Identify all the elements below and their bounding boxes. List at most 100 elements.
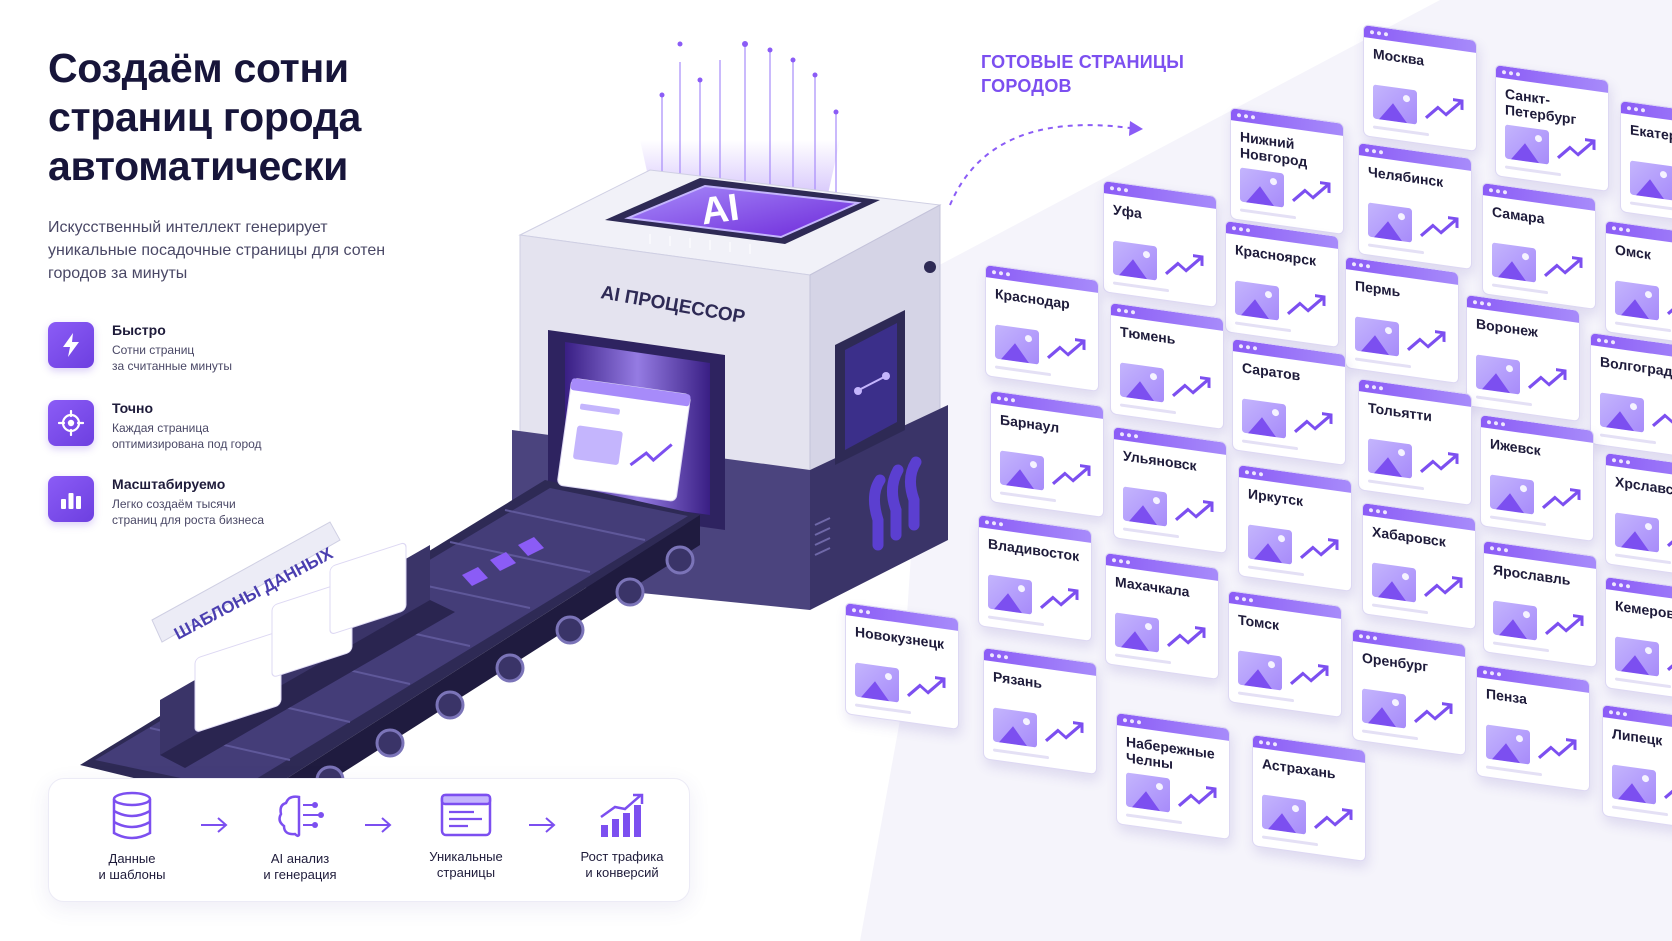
city-page-card[interactable]: Тольятти (1358, 377, 1472, 507)
template-card (329, 542, 407, 634)
trend-up-icon (1291, 181, 1331, 203)
growth-chart-icon (600, 793, 644, 837)
image-placeholder-icon (1373, 84, 1417, 125)
flow-step-growth: Рост трафика и конверсий (557, 791, 687, 891)
trend-up-icon (1527, 368, 1567, 390)
text-line (1612, 805, 1668, 817)
image-placeholder-icon (1615, 280, 1659, 321)
feature-precise: Точно Каждая страница оптимизирована под… (48, 398, 328, 452)
city-page-card[interactable]: Тюмень (1110, 301, 1224, 431)
ready-pages-label: ГОТОВЫЕ СТРАНИЦЫ ГОРОДОВ (981, 50, 1184, 98)
bar-chart-icon (48, 476, 94, 522)
text-line (1242, 439, 1298, 451)
city-page-card[interactable]: Ульяновск (1113, 425, 1227, 555)
image-placeholder-icon (1126, 772, 1170, 813)
text-line (1115, 653, 1171, 665)
city-page-card[interactable]: Москва (1363, 23, 1477, 153)
city-page-card[interactable]: Ижевск (1480, 413, 1594, 543)
city-page-card[interactable]: Санкт-Петербург (1495, 63, 1609, 193)
city-page-card[interactable]: Ярославль (1483, 539, 1597, 669)
feature-desc-line-1: Сотни страниц (112, 343, 195, 357)
trend-up-icon (1051, 464, 1091, 486)
image-placeholder-icon (1240, 167, 1284, 208)
feature-scalable: Масштабируемо Легко создаём тысячи стран… (48, 474, 328, 528)
trend-up-icon (1164, 254, 1204, 276)
city-page-card[interactable]: Новокузнецк (845, 601, 959, 731)
trend-up-icon (1556, 138, 1596, 160)
text-line (1505, 165, 1561, 177)
brain-icon (278, 795, 324, 838)
trend-up-icon (1424, 98, 1464, 120)
city-page-card[interactable]: Самара (1482, 181, 1596, 311)
text-line (1486, 765, 1542, 777)
text-line (1120, 403, 1176, 415)
city-page-card[interactable]: Барнаул (990, 389, 1104, 519)
trend-up-icon (1299, 538, 1339, 560)
feature-title: Быстро (112, 322, 166, 338)
city-page-card[interactable]: Владивосток (978, 513, 1092, 643)
text-line (1615, 553, 1671, 565)
city-page-card[interactable]: Пермь (1345, 255, 1459, 385)
feature-desc-line-2: страниц для роста бизнеса (112, 513, 264, 527)
text-line (1492, 283, 1548, 295)
text-line (1615, 321, 1671, 333)
text-line (855, 703, 911, 715)
city-page-card[interactable]: Томск (1228, 589, 1342, 719)
generated-page (557, 378, 691, 502)
city-page-card[interactable]: Махачкала (1105, 551, 1219, 681)
text-line (1490, 515, 1546, 527)
city-page-card[interactable]: Пенза (1476, 663, 1590, 793)
city-page-card[interactable]: Нижний Новгород (1230, 106, 1344, 236)
target-icon (48, 400, 94, 446)
city-page-card[interactable]: Набережные Челны (1116, 711, 1230, 841)
feature-title: Точно (112, 400, 154, 416)
city-page-card[interactable]: Рязань (983, 646, 1097, 776)
image-placeholder-icon (1615, 636, 1659, 677)
trend-up-icon (1541, 488, 1581, 510)
hero-title: Создаём сотни страниц города автоматичес… (48, 44, 468, 191)
arrow-right-icon (365, 817, 392, 833)
image-placeholder-icon (1238, 650, 1282, 691)
city-page-card[interactable]: Екатеринбург (1620, 99, 1672, 229)
trend-up-icon (1044, 721, 1084, 743)
image-placeholder-icon (1262, 794, 1306, 835)
trend-up-icon (1666, 295, 1672, 316)
hero-title-line-3: автоматически (48, 143, 349, 189)
image-placeholder-icon (1242, 398, 1286, 439)
city-page-card[interactable]: Липецк (1602, 703, 1672, 833)
browser-window-icon (440, 793, 492, 837)
city-page-card[interactable]: Уфа (1103, 179, 1217, 309)
city-page-card[interactable]: Челябинск (1358, 141, 1472, 271)
ready-pages-label-line-1: ГОТОВЫЕ СТРАНИЦЫ (981, 52, 1185, 72)
text-line (1000, 491, 1056, 503)
city-page-card[interactable]: Краснодар (985, 263, 1099, 393)
image-placeholder-icon (1368, 202, 1412, 243)
flow-step-label-line-1: Данные (108, 851, 156, 866)
city-page-card[interactable]: Волгоград (1590, 331, 1672, 461)
feature-fast: Быстро Сотни страниц за считанные минуты (48, 320, 328, 374)
flow-step-label: Уникальные страницы (401, 849, 531, 881)
city-page-card[interactable]: Омск (1605, 219, 1672, 349)
image-placeholder-icon (1492, 242, 1536, 283)
city-name: Хрславск (1615, 473, 1672, 499)
city-page-card[interactable]: Оренбург (1352, 627, 1466, 757)
arrow-right-icon (201, 817, 228, 833)
city-page-card[interactable]: Красноярск (1225, 219, 1339, 349)
text-line (1248, 565, 1304, 577)
city-page-card[interactable]: Саратов (1232, 337, 1346, 467)
ai-chip: AI (605, 178, 880, 254)
hero-subtitle: Искусственный интеллект генерирует уника… (48, 219, 386, 282)
city-page-card[interactable]: Астрахань (1252, 733, 1366, 863)
city-page-card[interactable]: Хабаровск (1362, 501, 1476, 631)
city-page-card[interactable]: Иркутск (1238, 463, 1352, 593)
image-placeholder-icon (1505, 124, 1549, 165)
trend-up-icon (1313, 808, 1353, 830)
city-page-card[interactable]: Воронеж (1466, 293, 1580, 423)
image-placeholder-icon (993, 707, 1037, 748)
flow-step-label-line-2: страницы (436, 865, 496, 880)
city-page-card[interactable]: Хрславск (1605, 451, 1672, 581)
feature-desc-line-1: Легко создаём тысячи (112, 497, 236, 511)
city-page-card[interactable]: Кемерово (1605, 575, 1672, 705)
templates-tray: ШАБЛОНЫ ДАННЫХ (151, 521, 455, 768)
